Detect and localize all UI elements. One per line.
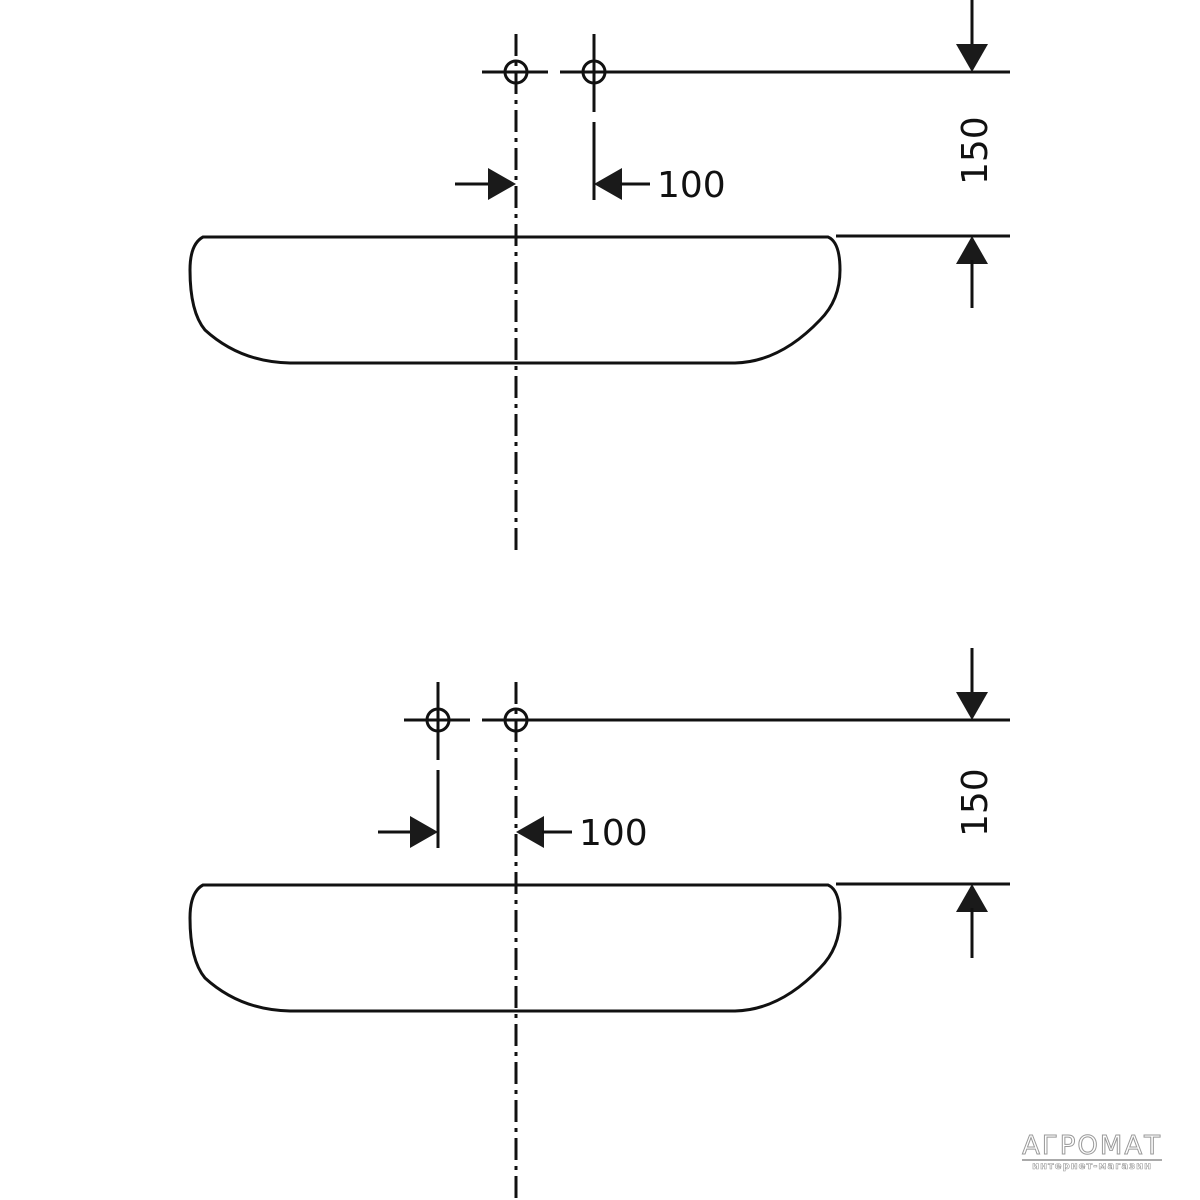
dimension-arrow [956, 884, 988, 912]
shelf-outline [188, 235, 842, 365]
top-view: 100 150 [188, 0, 1010, 550]
horizontal-dimension-label: 100 [579, 813, 648, 854]
dimension-arrow [488, 168, 516, 200]
vertical-dimension-label: 150 [955, 116, 996, 185]
dimension-arrow [956, 236, 988, 264]
watermark-logo: АГРОМАТ интернет-магазин [1022, 1133, 1162, 1172]
watermark-subtitle: интернет-магазин [1032, 1161, 1153, 1173]
dimension-arrow [516, 816, 544, 848]
dimension-arrow [956, 44, 988, 72]
vertical-dimension-label: 150 [955, 768, 996, 837]
dimension-arrow [594, 168, 622, 200]
horizontal-dimension-label: 100 [657, 165, 726, 206]
shelf-outline [188, 883, 842, 1013]
watermark-title: АГРОМАТ [1022, 1131, 1162, 1161]
bottom-view: 100 150 [188, 648, 1010, 1200]
dimension-arrow [956, 692, 988, 720]
dimension-arrow [410, 816, 438, 848]
